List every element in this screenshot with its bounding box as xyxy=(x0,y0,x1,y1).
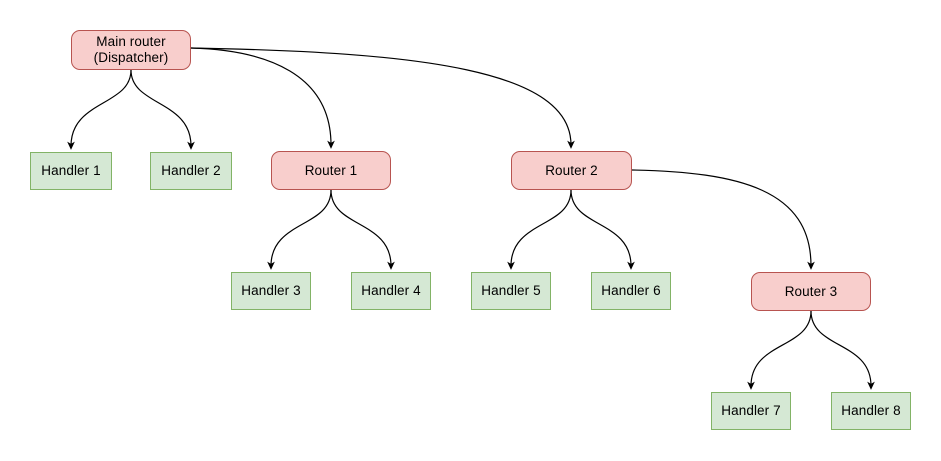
edge-router-2-to-router-3 xyxy=(631,169,815,270)
node-label-handler-4: Handler 4 xyxy=(361,283,421,299)
node-handler-7[interactable]: Handler 7 xyxy=(711,392,791,430)
node-label-handler-6: Handler 6 xyxy=(601,283,661,299)
edges-group xyxy=(67,47,875,390)
edge-main-to-handler-2 xyxy=(130,69,195,150)
node-router-3[interactable]: Router 3 xyxy=(751,272,871,311)
node-label-handler-3: Handler 3 xyxy=(241,283,301,299)
node-handler-1[interactable]: Handler 1 xyxy=(30,152,112,190)
node-handler-6[interactable]: Handler 6 xyxy=(591,272,671,310)
node-label-main-router: Main router (Dispatcher) xyxy=(93,34,169,65)
edge-router-2-to-handler-5 xyxy=(507,189,572,270)
node-label-router-2: Router 2 xyxy=(545,162,598,178)
edge-router-1-to-handler-3 xyxy=(267,189,332,270)
edge-main-to-router-2 xyxy=(190,47,575,149)
node-label-handler-1: Handler 1 xyxy=(41,163,101,179)
node-handler-3[interactable]: Handler 3 xyxy=(231,272,311,310)
node-label-router-1: Router 1 xyxy=(304,162,358,178)
edge-router-3-to-handler-7 xyxy=(747,310,812,390)
edge-main-to-router-1 xyxy=(190,47,335,149)
node-label-handler-7: Handler 7 xyxy=(721,403,781,419)
node-router-1[interactable]: Router 1 xyxy=(271,151,391,190)
edge-router-3-to-handler-8 xyxy=(810,310,875,390)
edge-router-2-to-handler-6 xyxy=(570,189,635,270)
node-router-2[interactable]: Router 2 xyxy=(511,151,632,190)
edge-router-1-to-handler-4 xyxy=(330,189,395,270)
node-handler-2[interactable]: Handler 2 xyxy=(150,152,232,190)
node-label-handler-8: Handler 8 xyxy=(841,403,901,419)
edge-main-to-handler-1 xyxy=(67,69,132,150)
node-main-router[interactable]: Main router (Dispatcher) xyxy=(71,30,191,70)
node-handler-8[interactable]: Handler 8 xyxy=(831,392,911,430)
node-label-router-3: Router 3 xyxy=(784,283,838,299)
node-label-handler-5: Handler 5 xyxy=(481,283,541,299)
node-label-handler-2: Handler 2 xyxy=(161,163,221,179)
node-handler-4[interactable]: Handler 4 xyxy=(351,272,431,310)
node-handler-5[interactable]: Handler 5 xyxy=(471,272,551,310)
